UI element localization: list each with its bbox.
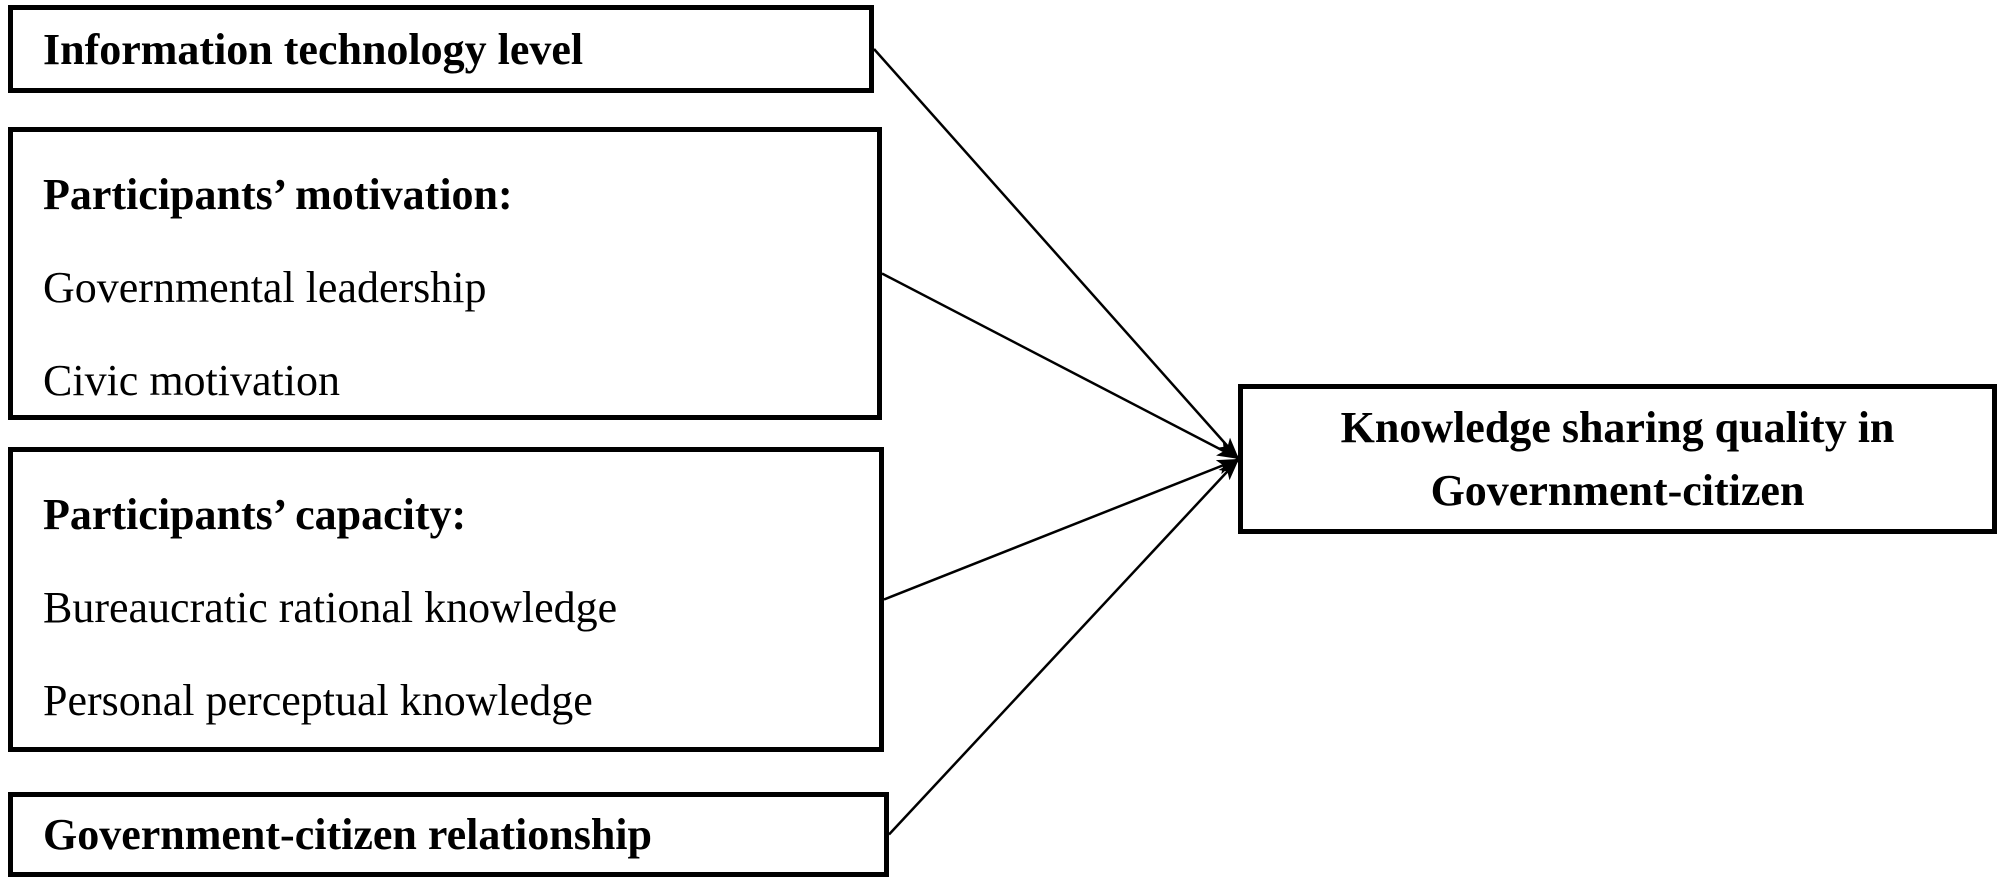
outcome-title-line: Government-citizen: [1430, 466, 1805, 515]
factor-box-participants-capacity: Participants’ capacity: Bureaucratic rat…: [8, 447, 884, 752]
arrow-participants-capacity-to-knowledge-sharing-quality: [883, 457, 1240, 601]
arrow-information-technology-level-to-knowledge-sharing-quality: [873, 48, 1240, 460]
factor-item: Civic motivation: [43, 356, 340, 405]
factor-box-participants-motivation: Participants’ motivation: Governmental l…: [8, 127, 882, 420]
arrow-government-citizen-relationship-to-knowledge-sharing-quality: [888, 458, 1240, 836]
factor-title: Information technology level: [43, 24, 584, 74]
outcome-box-knowledge-sharing-quality: Knowledge sharing quality in Government-…: [1238, 384, 1997, 534]
factor-box-information-technology-level: Information technology level: [8, 5, 874, 93]
factor-item: Personal perceptual knowledge: [43, 676, 593, 725]
factor-box-government-citizen-relationship: Government-citizen relationship: [8, 792, 889, 877]
outcome-title-line: Knowledge sharing quality in: [1340, 403, 1895, 452]
factor-title: Government-citizen relationship: [43, 810, 652, 859]
factor-title: Participants’ motivation:: [43, 170, 513, 219]
factor-item: Governmental leadership: [43, 263, 487, 312]
factor-title: Participants’ capacity:: [43, 490, 467, 539]
arrow-participants-motivation-to-knowledge-sharing-quality: [881, 272, 1240, 461]
factor-item: Bureaucratic rational knowledge: [43, 583, 618, 632]
